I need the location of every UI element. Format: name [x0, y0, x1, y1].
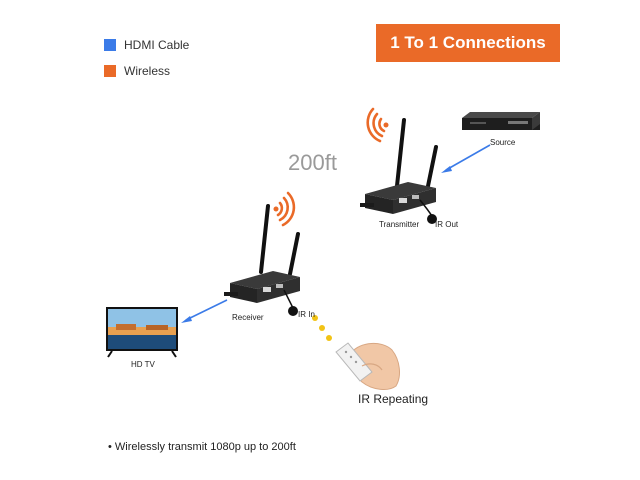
feature-bullet: • Wirelessly transmit 1080p up to 200ft: [108, 441, 296, 453]
legend-item-wireless: Wireless: [104, 64, 189, 78]
legend-label-hdmi: HDMI Cable: [124, 38, 190, 52]
hdmi-arrow-receiver-tv: [181, 299, 228, 323]
source-label: Source: [490, 138, 516, 147]
ir-in-label: IR In: [298, 310, 315, 319]
ir-repeating-caption: IR Repeating: [358, 392, 429, 406]
transmitter-device: [360, 118, 438, 224]
ir-signal-dots: [312, 315, 332, 341]
legend-item-hdmi: HDMI Cable: [104, 38, 189, 52]
wireless-icon-receiver: [273, 191, 296, 227]
hdmi-arrow-source-transmitter: [441, 144, 491, 173]
wireless-swatch: [104, 65, 116, 77]
tv-label: HD TV: [131, 360, 155, 369]
legend: HDMI Cable Wireless: [104, 38, 189, 90]
hd-tv: [106, 307, 178, 358]
remote-in-hand: [335, 342, 400, 390]
wireless-icon-transmitter: [366, 107, 389, 143]
distance-label: 200ft: [288, 150, 337, 175]
transmitter-label: Transmitter: [379, 220, 420, 229]
receiver-device: [224, 204, 300, 316]
legend-label-wireless: Wireless: [124, 64, 171, 78]
ir-out-label: IR Out: [435, 220, 459, 229]
receiver-label: Receiver: [232, 313, 264, 322]
hdmi-swatch: [104, 39, 116, 51]
title-badge: 1 To 1 Connections: [376, 24, 560, 62]
source-device: [462, 112, 540, 130]
